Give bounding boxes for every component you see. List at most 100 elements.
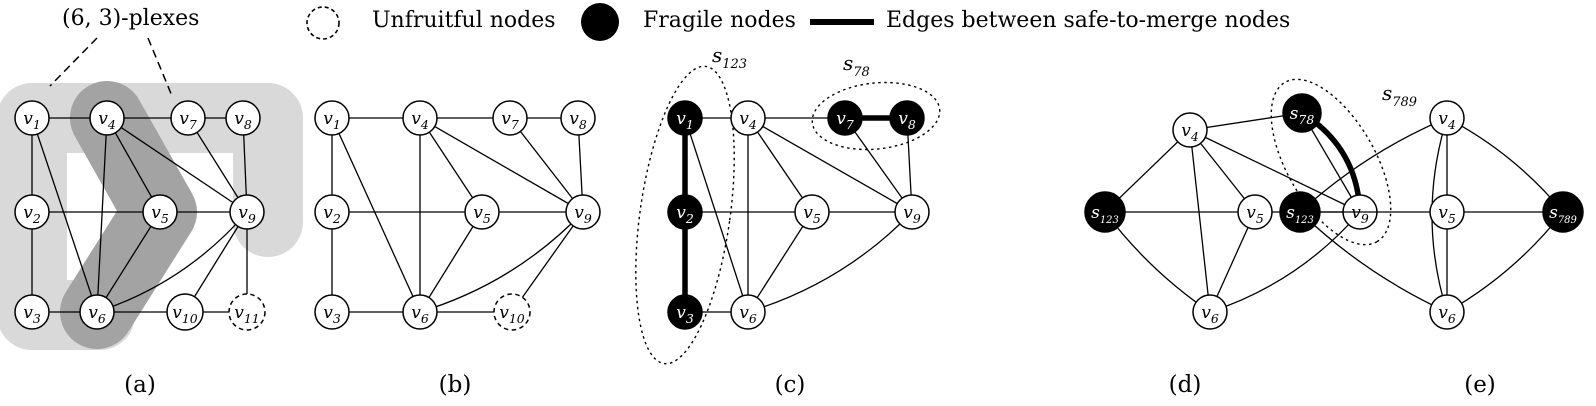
- node-v2-label: v2: [23, 203, 41, 226]
- node-v1: [667, 100, 703, 136]
- node-v2-label: v2: [676, 203, 694, 226]
- edge-v4-v6: [1189, 129, 1211, 313]
- caption-b: (b): [439, 372, 472, 398]
- edge-v7-v9: [844, 117, 913, 213]
- legend-unfruitful-label: Unfruitful nodes: [372, 8, 556, 33]
- node-v3: [667, 294, 703, 330]
- edge-v4-s789: [1446, 117, 1564, 213]
- node-s78-label: s78: [1290, 104, 1315, 127]
- node-v9: [565, 194, 601, 230]
- group-s789-label: s789: [1382, 81, 1417, 110]
- node-v7-label: v7: [179, 109, 197, 132]
- node-v9: [894, 194, 930, 230]
- node-v2-label: v2: [323, 203, 341, 226]
- node-v8: [225, 100, 261, 136]
- edge-v7-v9: [509, 117, 584, 213]
- group-s123-label: s123: [712, 43, 747, 72]
- node-v4-label: v4: [1181, 121, 1199, 144]
- edge-v6-v9: [96, 211, 248, 313]
- node-v4: [1429, 100, 1465, 136]
- node-v4-label: v4: [1438, 109, 1456, 132]
- node-v7-label: v7: [836, 109, 854, 132]
- node-v3: [14, 294, 50, 330]
- group-s78-label: s78: [843, 51, 870, 80]
- node-s123-label: s123: [1091, 203, 1119, 226]
- node-v1: [314, 100, 350, 136]
- node-v5: [1237, 194, 1273, 230]
- edge-v4-v5: [106, 117, 161, 213]
- node-v4: [402, 100, 438, 136]
- node-v9-label: v9: [238, 203, 256, 226]
- edge-v6-v9: [419, 211, 584, 313]
- node-v6: [1429, 294, 1465, 330]
- node-v7: [827, 100, 863, 136]
- edge-v4-v9: [419, 117, 584, 213]
- unfruitful-node-icon-shape: [306, 6, 340, 40]
- node-v1-label: v1: [323, 109, 341, 132]
- node-s123: [1279, 191, 1321, 233]
- legend-merge-edges-label: Edges between safe-to-merge nodes: [886, 8, 1291, 33]
- node-v6: [79, 294, 115, 330]
- plex-leader-line-0: [49, 37, 98, 87]
- node-v4-label: v4: [98, 109, 116, 132]
- node-v11-label: v11: [234, 303, 260, 326]
- node-v4: [89, 100, 125, 136]
- node-v7-label: v7: [501, 109, 519, 132]
- edge-v7-v9: [187, 117, 248, 213]
- node-v4-label: v4: [411, 109, 429, 132]
- legend-fragile-label: Fragile nodes: [643, 8, 796, 33]
- node-v3-label: v3: [676, 303, 694, 326]
- node-s789: [1542, 191, 1584, 233]
- edge-v5-v6: [1209, 211, 1256, 313]
- edge-v4-v9: [747, 117, 913, 213]
- node-v6-label: v6: [411, 303, 429, 326]
- node-v9-label: v9: [574, 203, 592, 226]
- legend-plexes-label: (6, 3)-plexes: [62, 6, 200, 31]
- edge-v4-v5: [419, 117, 483, 213]
- node-v11: [228, 293, 266, 331]
- node-v9-label: v9: [903, 203, 921, 226]
- node-v5: [464, 194, 500, 230]
- node-v4: [1172, 112, 1208, 148]
- node-v5: [142, 194, 178, 230]
- node-s78: [1282, 93, 1322, 133]
- node-v1-label: v1: [676, 109, 694, 132]
- node-v7: [170, 100, 206, 136]
- safe-merge-edge-icon: [810, 19, 874, 25]
- edge-s123-v4: [1299, 117, 1448, 213]
- node-v10: [493, 293, 531, 331]
- edge-v6-v9: [747, 211, 913, 313]
- node-v2: [314, 194, 350, 230]
- edge-s123-v6: [1104, 211, 1211, 313]
- node-v10: [166, 293, 204, 331]
- node-v6: [730, 294, 766, 330]
- edge-v6-v9: [1209, 211, 1361, 313]
- node-v9: [229, 194, 265, 230]
- node-v6-label: v6: [1438, 303, 1456, 326]
- node-v9-label: v9: [1351, 203, 1369, 226]
- edge-v5-v6: [747, 211, 813, 313]
- node-v1: [14, 100, 50, 136]
- edge-v4-v9: [106, 117, 248, 213]
- edge-v5-v6: [96, 211, 161, 313]
- node-v3: [314, 294, 350, 330]
- caption-c: (c): [775, 372, 806, 398]
- edge-v9-v10: [184, 211, 248, 313]
- node-v6-label: v6: [88, 303, 106, 326]
- node-v8-label: v8: [569, 109, 587, 132]
- node-v7: [492, 100, 528, 136]
- edge-v5-v6: [419, 211, 483, 313]
- node-v5-label: v5: [1246, 203, 1264, 226]
- node-s789-label: s789: [1549, 203, 1577, 226]
- node-v8: [889, 100, 925, 136]
- plex-leader-line-1: [147, 37, 173, 97]
- edge-v6-s789: [1446, 211, 1564, 313]
- caption-e: (e): [1464, 372, 1496, 398]
- group-s78-outline: [811, 81, 941, 151]
- edge-v1-v6: [684, 117, 749, 313]
- node-v6-label: v6: [1201, 303, 1219, 326]
- node-v2: [14, 194, 50, 230]
- edge-s123-v6: [1299, 211, 1448, 313]
